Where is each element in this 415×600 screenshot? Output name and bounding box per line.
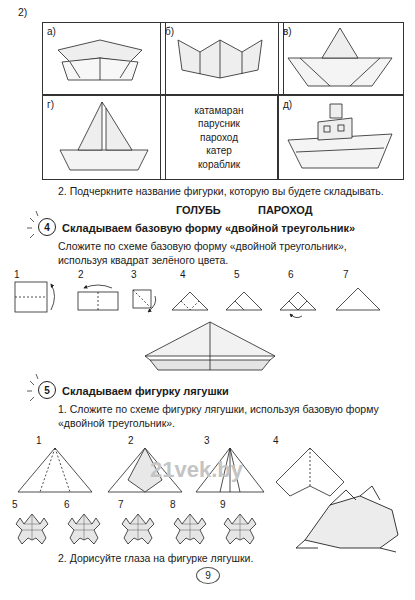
instruction: 2. Подчеркните название фигурки, которую… bbox=[58, 185, 398, 199]
table-cell: в) bbox=[278, 22, 404, 95]
node-text: д) bbox=[283, 98, 407, 111]
section-heading: Складываем фигурку лягушки bbox=[62, 384, 392, 398]
node-text: г) bbox=[47, 98, 169, 111]
step-number: 2 bbox=[128, 434, 134, 447]
step-number: 6 bbox=[64, 498, 70, 511]
instruction: 1. Сложите по схеме фигурку лягушки, исп… bbox=[58, 403, 388, 430]
step-number: 5 bbox=[234, 268, 240, 281]
section-heading: Складываем базовую форму «двойной треуго… bbox=[62, 221, 392, 235]
node-text: 9 bbox=[205, 569, 211, 582]
step-number: 2 bbox=[78, 268, 84, 281]
watermark: 21vek.by bbox=[150, 456, 243, 485]
step-number: 4 bbox=[180, 268, 186, 281]
instruction: Сложите по схеме базовую форму «двойной … bbox=[58, 240, 388, 267]
node-text: 5 bbox=[44, 384, 50, 397]
step-number: 3 bbox=[131, 268, 137, 281]
node-text: катамаран парусник пароход катер корабли… bbox=[194, 104, 243, 172]
section-number: 5 bbox=[38, 381, 56, 399]
step-number: 3 bbox=[204, 434, 210, 447]
table-cell: д) bbox=[278, 95, 404, 180]
option-word: ПАРОХОД bbox=[258, 203, 312, 217]
page-number: 9 bbox=[196, 567, 220, 584]
step-number: 7 bbox=[118, 498, 124, 511]
table-cell: а) bbox=[42, 22, 166, 95]
table-cell: г) bbox=[42, 95, 166, 180]
section-number: 4 bbox=[38, 218, 56, 236]
step-number: 8 bbox=[170, 498, 176, 511]
step-number: 1 bbox=[14, 268, 20, 281]
table-cell: катамаран парусник пароход катер корабли… bbox=[160, 95, 278, 180]
step-number: 4 bbox=[273, 434, 279, 447]
node-text: в) bbox=[283, 25, 407, 38]
node-text: б) bbox=[165, 25, 287, 38]
node-text: а) bbox=[47, 25, 169, 38]
table-cell: б) bbox=[160, 22, 284, 95]
option-word: ГОЛУБЬ bbox=[176, 203, 221, 217]
exercise-number: 2) bbox=[18, 6, 27, 20]
step-number: 7 bbox=[343, 268, 349, 281]
step-number: 6 bbox=[288, 268, 294, 281]
step-number: 9 bbox=[220, 498, 226, 511]
node-text: 4 bbox=[44, 221, 50, 234]
instruction: 2. Дорисуйте глаза на фигурке лягушки. bbox=[58, 552, 388, 566]
step-number: 5 bbox=[12, 498, 18, 511]
step-number: 1 bbox=[36, 434, 42, 447]
